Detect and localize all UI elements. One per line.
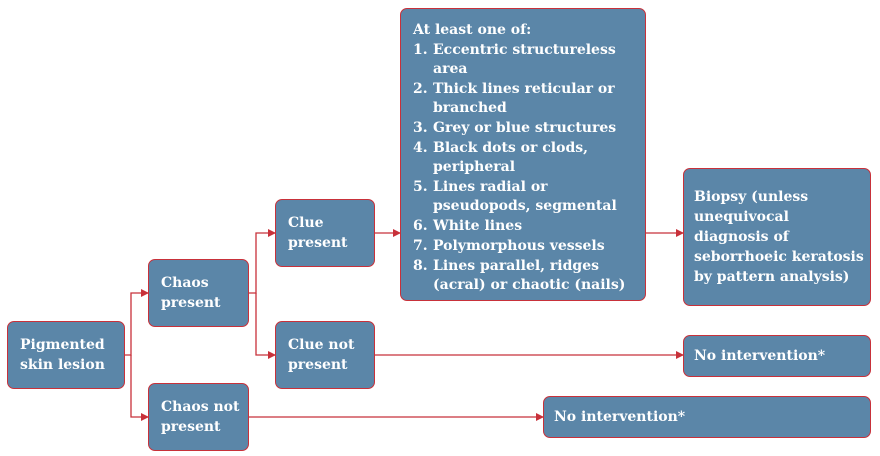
chaos-present-node: Chaos present [148,259,249,327]
connector-chaos-to-clue [249,229,276,294]
criteria-item: 1. Eccentric structureless area [413,41,637,79]
criteria-number: 5. [413,179,428,195]
criteria-node: At least one of: 1. Eccentric structurele… [400,8,646,301]
criteria-heading: At least one of: [413,22,532,38]
criteria-number: 3. [413,120,428,136]
connector-pigmented-to-chaos [125,289,149,356]
pigmented-lesion-label: Pigmented skin lesion [20,337,105,373]
criteria-number: 2. [413,81,428,97]
clue-not-present-label: Clue not present [288,337,355,373]
criteria-item: 7. Polymorphous vessels [413,237,637,256]
chaos-not-present-label: Chaos not present [161,399,240,435]
criteria-item: 3. Grey or blue structures [413,119,637,138]
criteria-item: 6. White lines [413,217,637,236]
pigmented-lesion-node: Pigmented skin lesion [7,321,125,389]
criteria-text: Lines radial or pseudopods, segmental [433,179,617,214]
criteria-text: White lines [433,218,523,234]
criteria-text: Eccentric structureless area [433,42,616,77]
chaos-not-present-node: Chaos not present [148,383,249,451]
criteria-number: 4. [413,140,428,156]
clue-present-node: Clue present [275,199,375,267]
criteria-list: 1. Eccentric structureless area 2. Thick l… [413,41,637,295]
connector-pigmented-to-no-chaos [130,355,149,421]
no-intervention-label: No intervention* [554,409,686,425]
criteria-item: 8. Lines parallel, ridges (acral) or chao… [413,257,637,295]
criteria-number: 1. [413,42,428,58]
chaos-present-label: Chaos present [161,275,221,311]
criteria-item: 2. Thick lines reticular or branched [413,80,637,118]
criteria-text: Thick lines reticular or branched [433,81,615,116]
biopsy-node: Biopsy (unless unequivocal diagnosis of … [683,168,871,306]
criteria-text: Polymorphous vessels [433,238,605,254]
criteria-text: Black dots or clods, peripheral [433,140,588,175]
criteria-number: 8. [413,258,428,274]
criteria-number: 6. [413,218,428,234]
biopsy-label: Biopsy (unless unequivocal diagnosis of … [694,189,864,285]
connector-chaos-to-no-clue [255,293,276,359]
criteria-item: 5. Lines radial or pseudopods, segmental [413,178,637,216]
criteria-text: Grey or blue structures [433,120,617,136]
no-intervention-label: No intervention* [694,348,826,364]
clue-not-present-node: Clue not present [275,321,375,389]
no-intervention-node-1: No intervention* [683,335,871,377]
criteria-number: 7. [413,238,428,254]
no-intervention-node-2: No intervention* [543,396,871,438]
clue-present-label: Clue present [288,215,348,251]
criteria-item: 4. Black dots or clods, peripheral [413,139,637,177]
criteria-text: Lines parallel, ridges (acral) or chaoti… [433,258,626,293]
